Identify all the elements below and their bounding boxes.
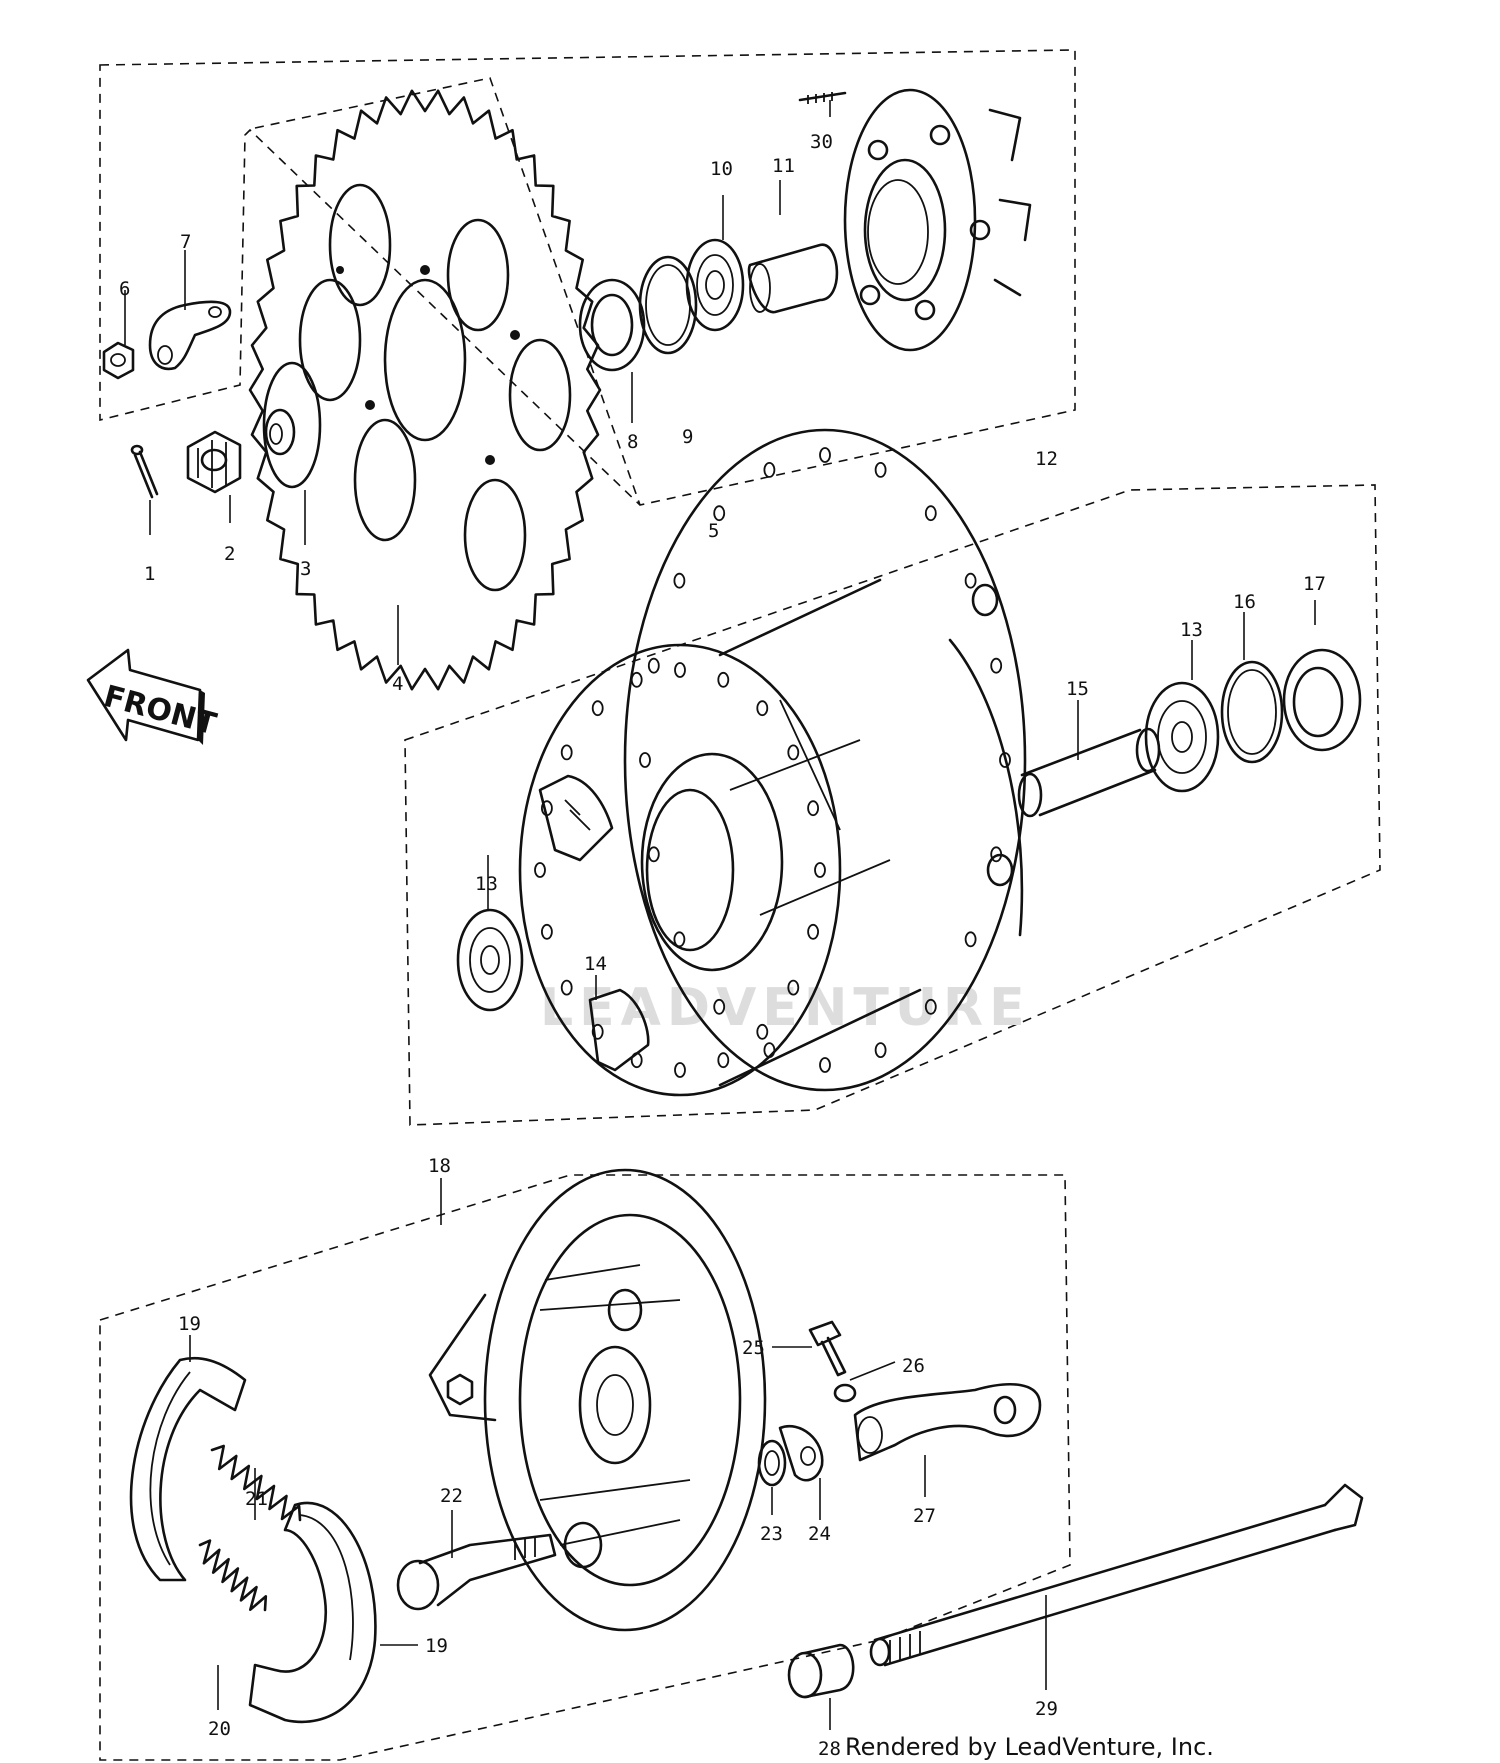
callout-19-lower: 19: [425, 1635, 448, 1657]
part-8-oil-seal: [578, 278, 646, 372]
part-12-coupling: [843, 88, 1032, 352]
part-30-stud: [798, 91, 847, 104]
part-23-washer: [757, 1439, 787, 1487]
callout-1: 1: [144, 563, 155, 585]
callout-7: 7: [180, 231, 191, 253]
credit-line: Rendered by LeadVenture, Inc.: [845, 1733, 1214, 1761]
part-4-rear-sprocket: [248, 89, 602, 691]
part-25-bolt: [808, 1320, 847, 1377]
callout-12: 12: [1035, 448, 1058, 470]
callout-27: 27: [913, 1505, 936, 1527]
part-27-brake-cam-lever: [853, 1383, 1042, 1462]
part-2-castle-nut: [186, 430, 242, 494]
part-20-spring-lower: [198, 1539, 268, 1612]
callout-25: 25: [742, 1337, 765, 1359]
callout-5: 5: [708, 520, 719, 542]
part-18-brake-panel: [428, 1168, 767, 1632]
watermark: LEADVENTURE: [540, 978, 1031, 1038]
part-19-brake-shoe-upper: [129, 1356, 247, 1582]
part-15-spacer: [1017, 727, 1161, 818]
callout-4: 4: [392, 673, 403, 695]
callout-19-upper: 19: [178, 1313, 201, 1335]
callout-22: 22: [440, 1485, 463, 1507]
part-21-spring-upper: [210, 1444, 302, 1522]
part-1-cotter-pin: [130, 444, 159, 499]
callout-13-right: 13: [1180, 619, 1203, 641]
callout-8: 8: [627, 431, 638, 453]
leader-lines: [124, 100, 1316, 1730]
brake-panel-group-frame: [99, 1174, 1071, 1761]
callout-26: 26: [902, 1355, 925, 1377]
callout-10: 10: [710, 158, 733, 180]
callout-21: 21: [245, 1488, 268, 1510]
part-7-lock-plate: [148, 300, 232, 371]
part-16-circlip: [1220, 660, 1284, 764]
callout-13-left: 13: [475, 873, 498, 895]
part-19-brake-shoe-lower: [248, 1501, 377, 1724]
callout-30: 30: [810, 131, 833, 153]
part-29-axle: [869, 1483, 1364, 1667]
hub-group-frame: [404, 484, 1381, 1126]
callout-28: 28: [818, 1738, 841, 1760]
part-17-oil-seal: [1282, 648, 1362, 752]
part-11-collar: [747, 243, 839, 314]
callout-23: 23: [760, 1523, 783, 1545]
callout-labels: 1 2 3 4 5 6 7 8 9 10 11 12 30 13 16 17 1…: [119, 131, 1326, 1760]
sprocket-group-frame: [99, 49, 1076, 506]
callout-11: 11: [772, 155, 795, 177]
part-3-sprocket-coupling-flange: [262, 361, 322, 489]
callout-9: 9: [682, 426, 693, 448]
part-hub: [518, 428, 1027, 1097]
callout-17: 17: [1303, 573, 1326, 595]
callout-20: 20: [208, 1718, 231, 1740]
callout-2: 2: [224, 543, 235, 565]
part-14-damper-lower: [588, 988, 650, 1072]
front-arrow-label: FRONT: [100, 679, 220, 743]
part-28-axle-collar: [787, 1643, 855, 1699]
part-14-damper-upper: [538, 774, 614, 862]
callout-15: 15: [1066, 678, 1089, 700]
callout-24: 24: [808, 1523, 831, 1545]
part-13-bearing-left: [456, 908, 524, 1012]
part-10-ball-bearing: [685, 238, 745, 332]
part-26-washer: [833, 1383, 857, 1403]
callout-3: 3: [300, 558, 311, 580]
callout-6: 6: [119, 278, 130, 300]
callout-29: 29: [1035, 1698, 1058, 1720]
front-direction-arrow: FRONT: [86, 648, 220, 745]
part-22-cam-shaft: [396, 1533, 557, 1611]
callout-18: 18: [428, 1155, 451, 1177]
callout-14: 14: [584, 953, 607, 975]
callout-16: 16: [1233, 591, 1256, 613]
part-6-nut: [102, 341, 135, 380]
part-24-indicator-plate: [778, 1425, 824, 1482]
